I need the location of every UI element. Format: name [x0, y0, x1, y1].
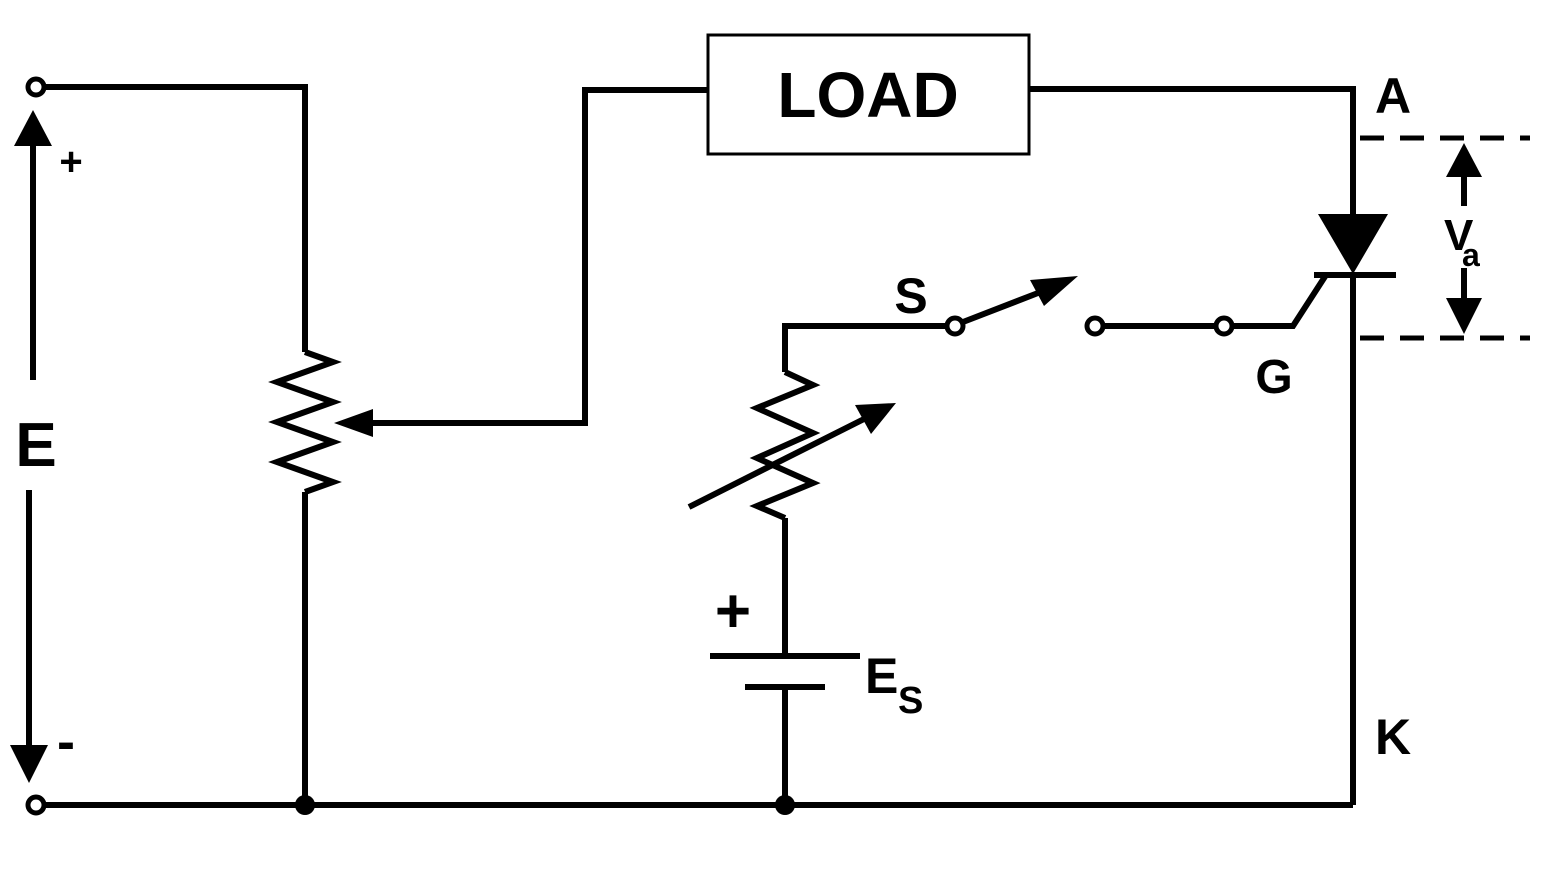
wiper-arrow-icon	[334, 409, 373, 437]
supply-plus-label: +	[59, 140, 82, 184]
wiper-wire	[370, 87, 708, 426]
variable-resistor	[687, 369, 896, 655]
positive-arrow-icon	[14, 110, 52, 146]
load-box: LOAD	[706, 33, 1031, 156]
gate-label: G	[1255, 351, 1292, 404]
va-subscript: a	[1462, 237, 1480, 273]
load-to-anode-wire	[1029, 86, 1356, 215]
negative-terminal	[25, 794, 47, 816]
positive-terminal	[25, 76, 47, 98]
va-down-arrow-icon	[1446, 298, 1482, 334]
battery-subscript: S	[898, 680, 923, 722]
junction-left	[295, 795, 315, 815]
anode-voltage-indicator: V a	[1360, 135, 1530, 341]
gate-battery: + E S	[710, 577, 923, 805]
variable-arrow-icon	[855, 403, 896, 434]
gate-switch: S	[782, 268, 1235, 372]
potentiometer	[268, 87, 708, 805]
thyristor-diode-icon	[1318, 214, 1388, 274]
negative-arrow-icon	[10, 745, 48, 783]
va-label: V	[1444, 211, 1474, 260]
top-left-wire	[44, 84, 308, 352]
gate-terminal	[1213, 315, 1235, 337]
load-label: LOAD	[777, 59, 958, 131]
junction-middle	[775, 795, 795, 815]
battery-label: E	[865, 648, 898, 704]
gate-lead	[1224, 273, 1329, 329]
thyristor: A K G	[1224, 68, 1411, 805]
va-up-arrow-icon	[1446, 143, 1482, 177]
anode-label: A	[1375, 68, 1411, 124]
switch-arrow-icon	[1030, 276, 1078, 306]
cathode-label: K	[1375, 709, 1411, 765]
switch-right-contact	[1084, 315, 1106, 337]
battery-plus-label: +	[715, 577, 751, 646]
supply-minus-label: -	[57, 712, 75, 772]
switch-left-contact	[944, 315, 966, 337]
supply-voltage-e: E + -	[10, 76, 83, 816]
supply-label: E	[15, 411, 56, 480]
switch-label: S	[894, 268, 927, 324]
